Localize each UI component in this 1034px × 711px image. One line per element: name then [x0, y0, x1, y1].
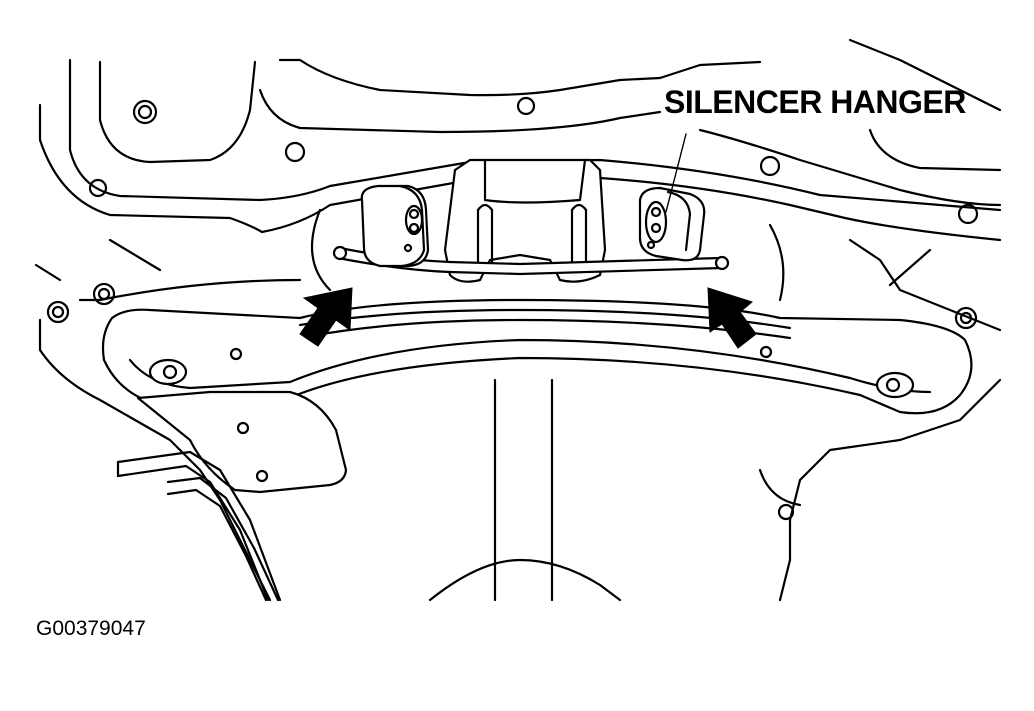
- silencer-hanger-left: [360, 184, 430, 268]
- floor-pan-holes: [46, 96, 979, 330]
- floor-pan: [38, 38, 1002, 302]
- black-arrow-icon: [299, 287, 353, 347]
- crossmember-bracket: [136, 390, 348, 494]
- callout-leader-line: [665, 133, 687, 213]
- silencer-hanger-label: SILENCER HANGER: [664, 84, 966, 120]
- exhaust-rod: [332, 245, 730, 276]
- brake-lines: [116, 450, 282, 602]
- figure-id: G00379047: [36, 617, 146, 640]
- black-arrow-icon: [707, 287, 757, 349]
- silencer-hanger-right: [638, 186, 706, 262]
